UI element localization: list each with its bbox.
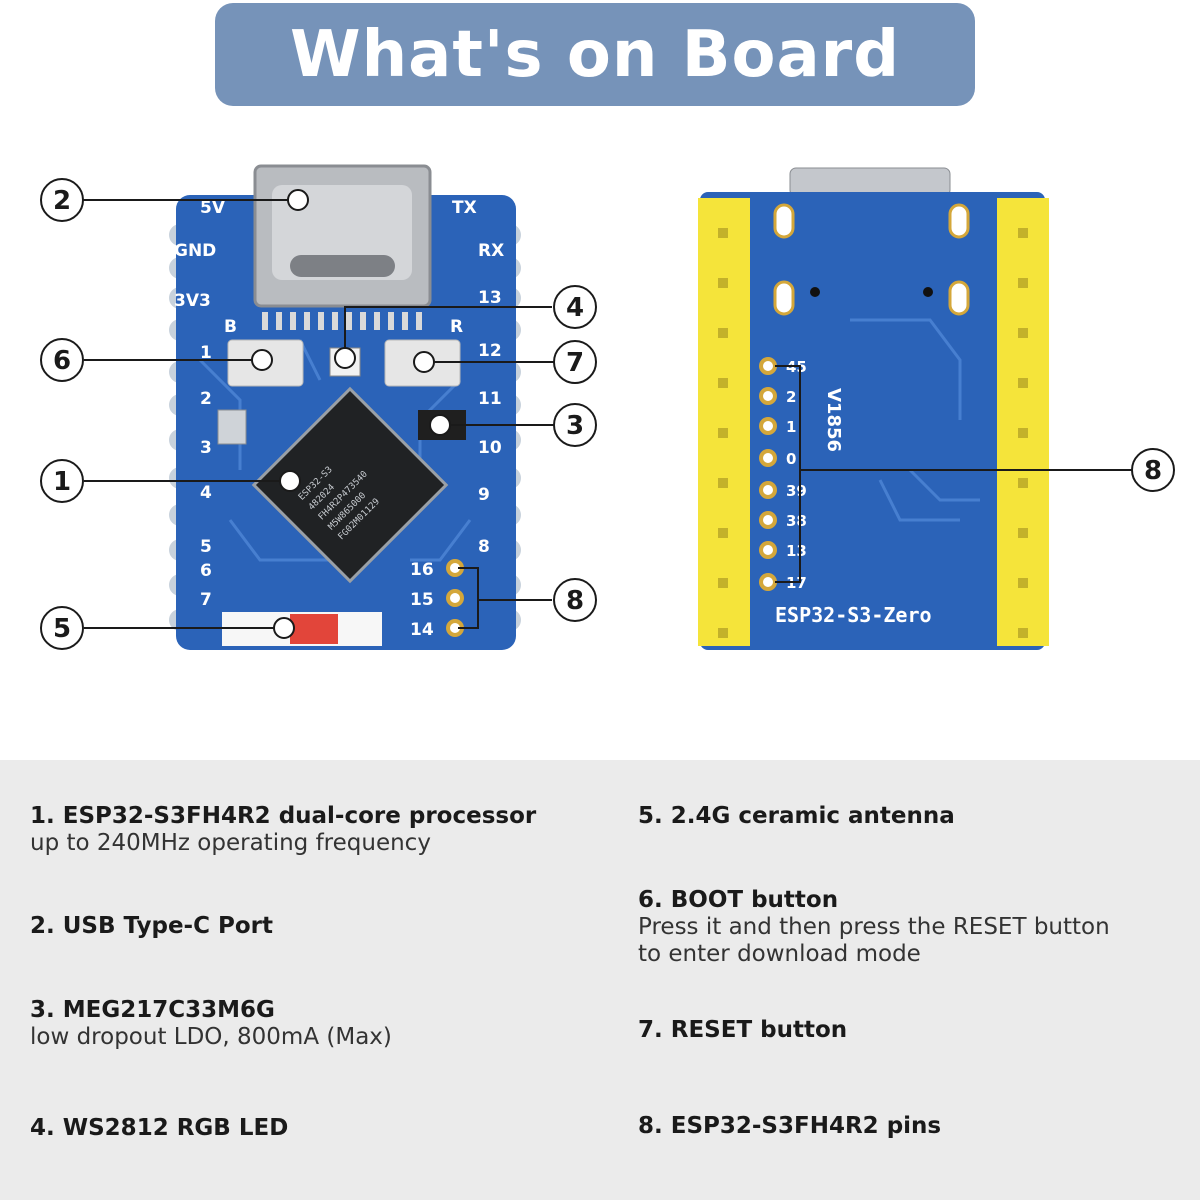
feature-desc: low dropout LDO, 800mA (Max) <box>30 1024 392 1050</box>
pin-label-3: 3 <box>200 438 212 458</box>
feature-title: 8. ESP32-S3FH4R2 pins <box>638 1113 942 1139</box>
callout-markers: 2 4 6 7 3 1 8 5 8 <box>40 178 1175 650</box>
pin-label-13: 13 <box>478 288 502 308</box>
pin-label-gnd: GND <box>174 241 216 261</box>
feature-title: 5. 2.4G ceramic antenna <box>638 803 955 829</box>
pin-label-1: 1 <box>200 343 212 363</box>
pin-label-8: 8 <box>478 537 490 557</box>
pin-label-9: 9 <box>478 485 490 505</box>
back-board <box>698 167 1049 650</box>
feature-title: 3. MEG217C33M6G <box>30 997 275 1023</box>
back-pin-2: 2 <box>786 388 796 406</box>
feature-4: 4. WS2812 RGB LED <box>30 1114 590 1142</box>
pin-label-14: 14 <box>410 620 434 640</box>
callout-5: 5 <box>53 614 71 644</box>
front-board <box>169 164 521 650</box>
callout-1: 1 <box>53 467 71 497</box>
back-pin-39: 39 <box>786 482 807 500</box>
feature-5: 5. 2.4G ceramic antenna <box>638 802 1198 830</box>
pin-label-b: B <box>224 317 237 337</box>
board-diagram: 5V GND 3V3 B 1 2 3 4 5 6 7 TX RX 13 R 12… <box>40 164 1175 650</box>
pin-label-r: R <box>450 317 463 337</box>
callout-4: 4 <box>566 293 584 323</box>
pin-label-4: 4 <box>200 483 212 503</box>
feature-desc: Press it and then press the RESET button <box>638 914 1110 940</box>
callout-7: 7 <box>566 348 584 378</box>
back-pin-0: 0 <box>786 450 796 468</box>
callout-6: 6 <box>53 346 71 376</box>
callout-2: 2 <box>53 186 71 216</box>
back-pin-13: 13 <box>786 542 807 560</box>
pin-label-5v: 5V <box>200 198 226 218</box>
feature-title: 1. ESP32-S3FH4R2 dual-core processor <box>30 803 537 829</box>
pin-label-10: 10 <box>478 438 502 458</box>
page-title: What's on Board <box>289 17 901 92</box>
back-pin-38: 38 <box>786 512 807 530</box>
feature-7: 7. RESET button <box>638 1016 1198 1044</box>
title-banner: What's on Board <box>215 3 975 106</box>
feature-1: 1. ESP32-S3FH4R2 dual-core processor up … <box>30 802 590 857</box>
feature-title: 7. RESET button <box>638 1017 848 1043</box>
feature-2: 2. USB Type-C Port <box>30 912 590 940</box>
callout-8-front: 8 <box>566 586 584 616</box>
pin-label-5: 5 <box>200 537 212 557</box>
pin-label-11: 11 <box>478 389 502 409</box>
pin-label-16: 16 <box>410 560 434 580</box>
feature-8: 8. ESP32-S3FH4R2 pins <box>638 1112 1198 1140</box>
pin-label-3v3: 3V3 <box>174 291 211 311</box>
feature-legend: 1. ESP32-S3FH4R2 dual-core processor up … <box>0 760 1200 1200</box>
feature-title: 6. BOOT button <box>638 887 839 913</box>
feature-6: 6. BOOT button Press it and then press t… <box>638 886 1198 968</box>
pin-label-12: 12 <box>478 341 502 361</box>
feature-title: 4. WS2812 RGB LED <box>30 1115 289 1141</box>
feature-desc: up to 240MHz operating frequency <box>30 830 431 856</box>
pin-label-rx: RX <box>478 241 504 261</box>
feature-desc-2: to enter download mode <box>638 941 921 967</box>
pin-label-7: 7 <box>200 590 212 610</box>
callout-8-back: 8 <box>1144 456 1162 486</box>
feature-title: 2. USB Type-C Port <box>30 913 273 939</box>
feature-3: 3. MEG217C33M6G low dropout LDO, 800mA (… <box>30 996 590 1051</box>
back-version-label: V1856 <box>823 388 844 452</box>
pin-label-15: 15 <box>410 590 434 610</box>
back-board-name: ESP32-S3-Zero <box>775 603 932 627</box>
pin-label-2: 2 <box>200 389 212 409</box>
back-pin-1: 1 <box>786 418 796 436</box>
pin-label-tx: TX <box>452 198 477 218</box>
pin-label-6: 6 <box>200 561 212 581</box>
callout-3: 3 <box>566 411 584 441</box>
